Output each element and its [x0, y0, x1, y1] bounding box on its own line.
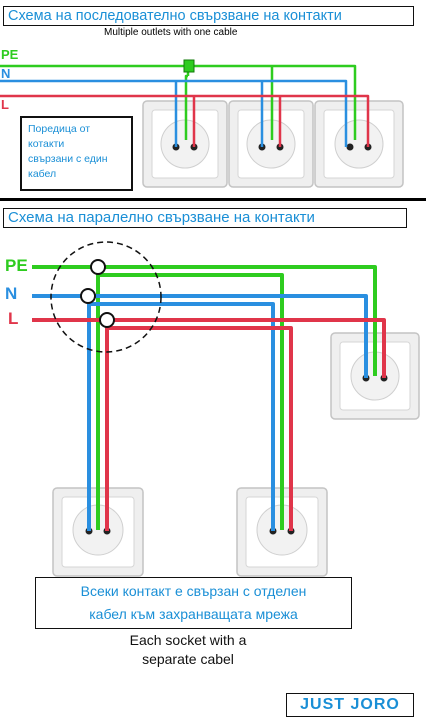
parallel-caption-line-1: Each socket with a [129, 632, 247, 648]
parallel-label-l: L [8, 309, 19, 328]
parallel-l-wire [32, 318, 386, 378]
serial-n-wire [0, 79, 348, 147]
serial-note-line-1: Поредица от [28, 123, 91, 135]
pe-node [90, 259, 106, 275]
parallel-note: Всеки контакт е свързан с отделен кабел … [35, 577, 352, 629]
n-node [80, 288, 96, 304]
parallel-title: Схема на паралелно свързване на контакти [3, 208, 407, 228]
serial-note-line-4: кабел [28, 168, 57, 180]
parallel-note-line-2: кабел към захранващата мрежа [89, 606, 298, 622]
serial-note-line-3: свързани с един [28, 153, 108, 165]
serial-l-wire [0, 94, 370, 147]
parallel-label-n: N [5, 284, 18, 303]
parallel-label-pe: PE [5, 256, 28, 275]
parallel-note-line-1: Всеки контакт е свързан с отделен [80, 583, 307, 599]
parallel-pe-wire [32, 265, 377, 376]
pe-junction-clamp [183, 59, 195, 73]
junction-box [50, 241, 162, 353]
parallel-caption: Each socket with a separate cabel [88, 631, 288, 669]
section-divider [0, 198, 426, 201]
serial-label-pe: PE [1, 47, 19, 62]
serial-pe-wire [0, 64, 357, 140]
parallel-n-wire [32, 294, 368, 378]
serial-title: Схема на последователно свързване на кон… [3, 6, 414, 26]
serial-note-line-2: котакти [28, 138, 65, 150]
serial-socket-1 [142, 100, 228, 188]
l-node [99, 312, 115, 328]
parallel-caption-line-2: separate cabel [142, 651, 234, 667]
parallel-socket-middle [236, 487, 328, 577]
serial-socket-3 [314, 100, 404, 188]
serial-note: Поредица от котакти свързани с един кабе… [20, 116, 133, 191]
serial-label-n: N [1, 66, 11, 81]
brand-badge: JUST JORO [286, 693, 414, 717]
serial-subtitle: Multiple outlets with one cable [104, 27, 238, 38]
serial-label-l: L [1, 97, 9, 112]
